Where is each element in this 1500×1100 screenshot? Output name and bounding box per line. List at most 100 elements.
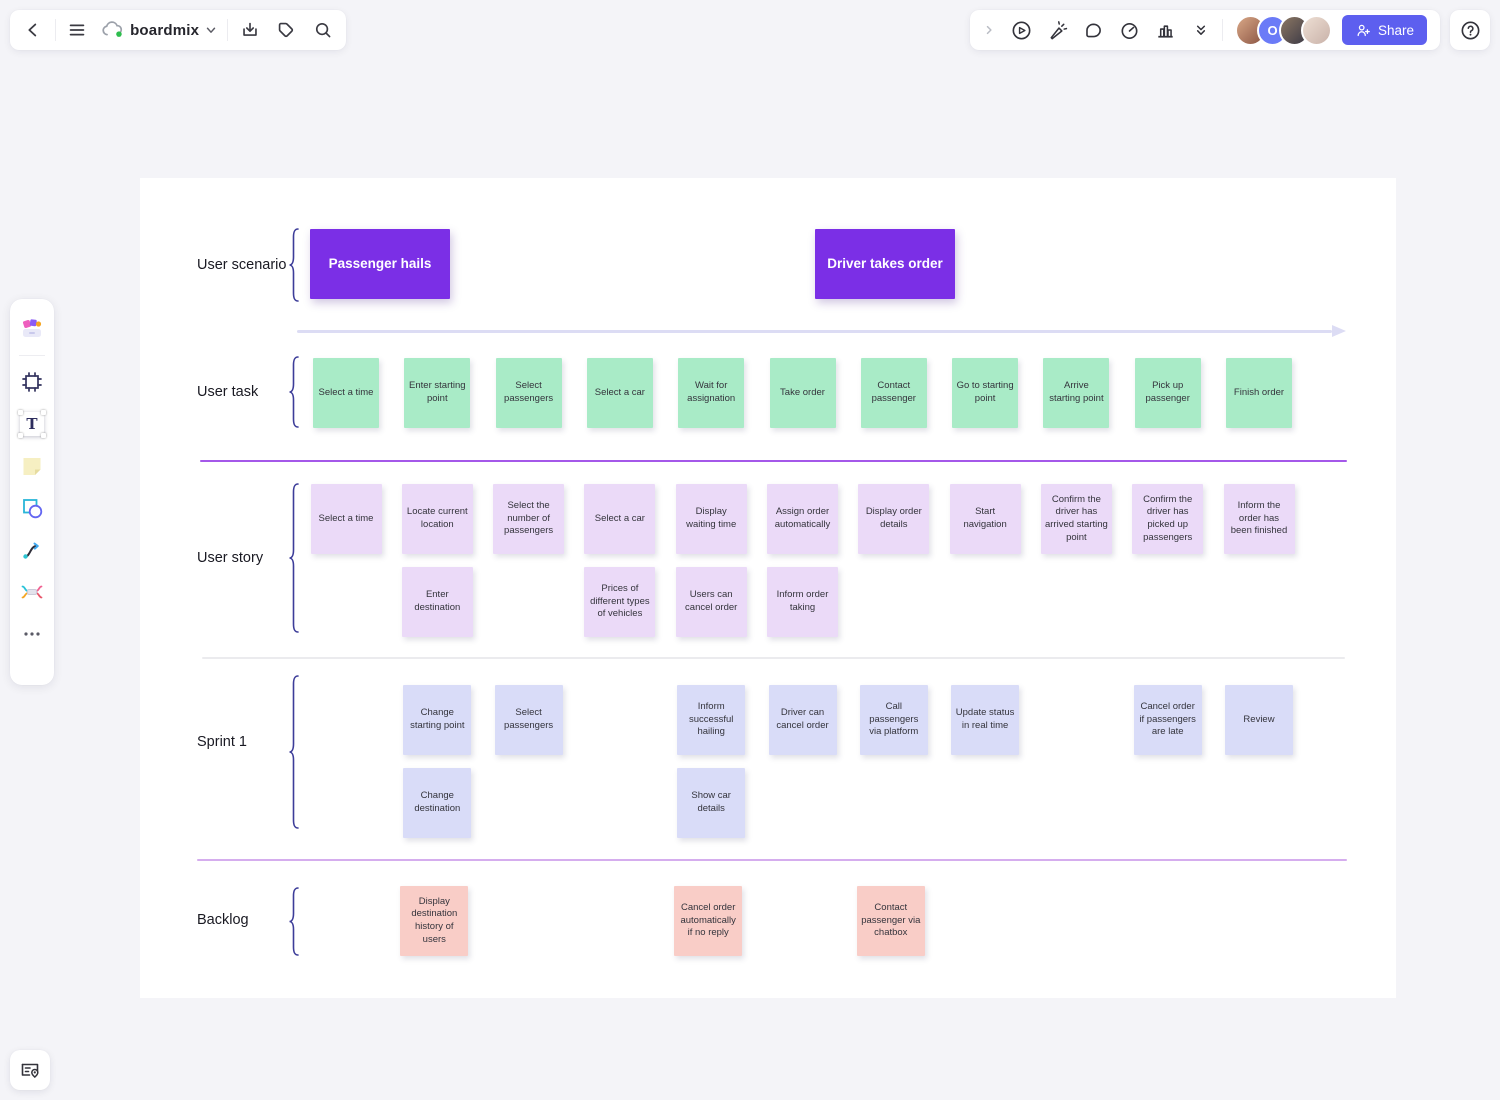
row-label[interactable]: Sprint 1 <box>197 734 247 750</box>
collapse-toolbar-button[interactable] <box>1186 15 1216 45</box>
timer-button[interactable] <box>1114 15 1144 45</box>
row-label[interactable]: User story <box>197 550 264 566</box>
divider-task-story <box>200 460 1347 462</box>
sprint-card[interactable]: Driver can cancel order <box>768 685 837 755</box>
user-task-card[interactable]: Take order <box>769 358 836 428</box>
user-task-card[interactable]: Go to starting point <box>952 358 1019 428</box>
user-task-card[interactable]: Wait for assignation <box>678 358 745 428</box>
toolbar-left: boardmix <box>10 10 346 50</box>
sprint-card[interactable]: Select passengers <box>494 685 563 755</box>
comment-bubble-icon <box>1085 22 1101 37</box>
backlog-card[interactable]: Contact passenger via chatbox <box>856 886 925 956</box>
user-story-card[interactable]: Inform the order has been finished <box>1223 484 1295 554</box>
double-chevron-down-icon <box>1196 25 1206 35</box>
help-panel <box>1450 10 1490 50</box>
frame-tool[interactable] <box>15 362 49 402</box>
tag-button[interactable] <box>271 15 301 45</box>
user-task-card[interactable]: Finish order <box>1226 358 1292 428</box>
sprint-card[interactable]: Update status in real time <box>951 685 1020 755</box>
shapes-tool[interactable] <box>15 488 49 528</box>
user-story-card[interactable]: Confirm the driver has picked up passeng… <box>1132 484 1204 554</box>
row-label[interactable]: User scenario <box>197 257 287 273</box>
user-story-card[interactable]: Select a time <box>310 484 382 554</box>
user-story-card[interactable]: Prices of different types of vehicles <box>584 567 656 637</box>
comment-button[interactable] <box>1078 15 1108 45</box>
back-chevron-icon <box>28 23 37 37</box>
sprint-card[interactable]: Show car details <box>677 768 746 838</box>
mindmap-icon <box>21 585 43 599</box>
scenario-card[interactable]: Driver takes order <box>815 229 955 299</box>
sprint-card[interactable]: Inform successful hailing <box>677 685 746 755</box>
import-button[interactable] <box>235 15 265 45</box>
laser-pointer-button[interactable] <box>1042 15 1072 45</box>
user-task-card[interactable]: Select a car <box>586 358 653 428</box>
row-brace <box>289 675 299 829</box>
row-brace <box>289 483 299 633</box>
expand-toolbar-button[interactable] <box>978 15 1000 45</box>
shapes-icon <box>23 499 43 519</box>
user-task-card[interactable]: Select a time <box>313 358 379 428</box>
user-story-card[interactable]: Locate current location <box>401 484 473 554</box>
frame-icon <box>22 372 42 392</box>
toolbar-divider <box>226 19 228 41</box>
user-task-card[interactable]: Contact passenger <box>860 358 927 428</box>
text-tool[interactable]: T <box>15 404 49 444</box>
present-play-button[interactable] <box>1006 15 1036 45</box>
row-label[interactable]: Backlog <box>197 912 249 928</box>
mindmap-tool[interactable] <box>15 572 49 612</box>
toolbar-divider <box>1222 19 1223 41</box>
user-story-card[interactable]: Start navigation <box>949 484 1021 554</box>
user-story-card[interactable]: Enter destination <box>401 567 473 637</box>
toolbar-divider <box>54 19 56 41</box>
user-story-card[interactable]: Inform order taking <box>767 567 838 637</box>
help-button[interactable] <box>1455 15 1485 45</box>
user-story-card[interactable]: Display waiting time <box>675 484 747 554</box>
share-person-icon <box>1357 24 1370 36</box>
templates-tool[interactable] <box>15 309 49 349</box>
sticky-note-tool[interactable] <box>15 446 49 486</box>
user-story-card[interactable]: Select the number of passengers <box>493 484 565 554</box>
handle <box>18 433 23 438</box>
back-button[interactable] <box>18 15 48 45</box>
user-task-card[interactable]: Enter starting point <box>404 358 471 428</box>
laser-pointer-icon <box>1050 20 1067 39</box>
search-button[interactable] <box>308 15 338 45</box>
scenario-card[interactable]: Passenger hails <box>310 229 450 299</box>
sprint-card[interactable]: Review <box>1225 685 1293 755</box>
sprint-card[interactable]: Change starting point <box>403 685 472 755</box>
handle <box>41 410 46 415</box>
connector-icon <box>23 542 39 559</box>
share-button[interactable]: Share <box>1342 15 1428 45</box>
user-story-card[interactable]: Assign order automatically <box>767 484 838 554</box>
tools-sidebar: T <box>10 299 54 685</box>
avatar[interactable] <box>1301 14 1332 46</box>
user-story-card[interactable]: Select a car <box>584 484 656 554</box>
sprint-card[interactable]: Change destination <box>403 768 472 838</box>
minimap-button[interactable] <box>10 1050 50 1090</box>
user-task-card[interactable]: Pick up passenger <box>1134 358 1201 428</box>
sprint-card[interactable]: Call passengers via platform <box>859 685 928 755</box>
sprint-card[interactable]: Cancel order if passengers are late <box>1133 685 1202 755</box>
backlog-card[interactable]: Display destination history of users <box>400 886 469 956</box>
board-title-button[interactable]: boardmix <box>99 19 220 41</box>
user-story-card[interactable]: Display order details <box>858 484 930 554</box>
more-tools-button[interactable] <box>15 614 49 654</box>
more-dots-icon <box>24 632 40 636</box>
user-story-card[interactable]: Users can cancel order <box>675 567 747 637</box>
connector-tool[interactable] <box>15 530 49 570</box>
hamburger-icon <box>70 24 85 36</box>
download-icon <box>242 22 257 36</box>
play-circle-icon <box>1012 21 1030 39</box>
row-label[interactable]: User task <box>197 384 259 400</box>
user-story-card[interactable]: Confirm the driver has arrived starting … <box>1040 484 1112 554</box>
row-brace <box>289 356 299 428</box>
user-task-card[interactable]: Arrive starting point <box>1043 358 1110 428</box>
chart-button[interactable] <box>1150 15 1180 45</box>
user-task-card[interactable]: Select passengers <box>495 358 562 428</box>
chevron-down-icon <box>206 27 216 33</box>
minimap-icon <box>21 1063 39 1078</box>
backlog-card[interactable]: Cancel order automatically if no reply <box>674 886 743 956</box>
share-label: Share <box>1378 22 1415 38</box>
menu-button[interactable] <box>62 15 92 45</box>
